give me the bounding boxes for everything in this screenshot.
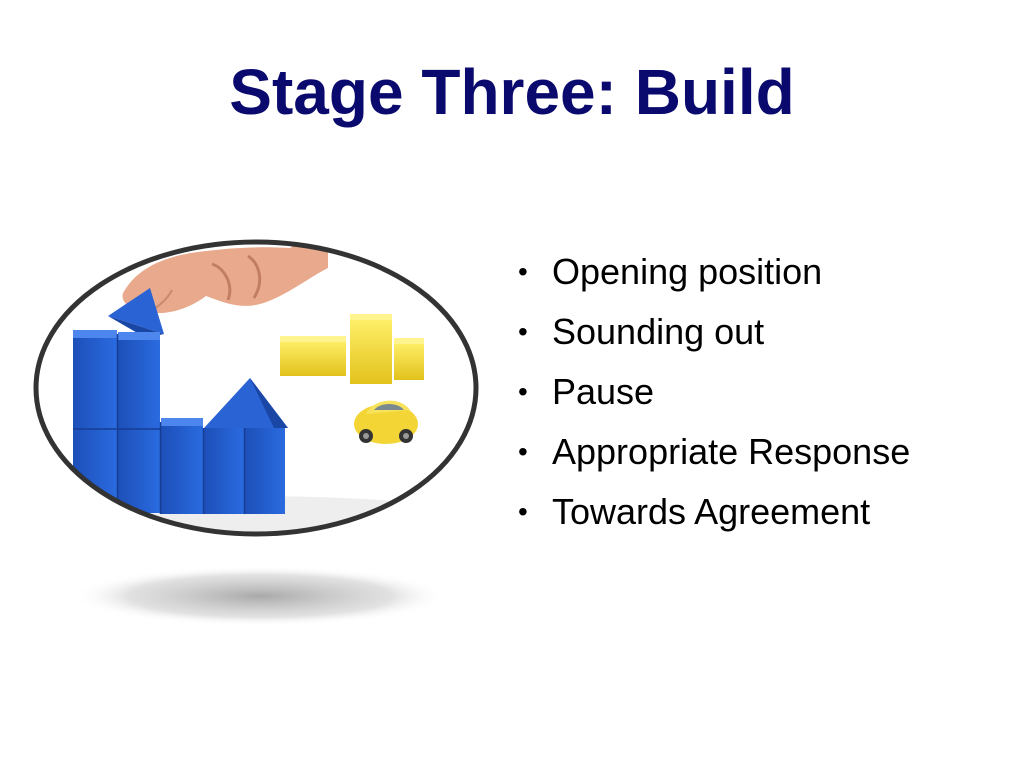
yellow-blocks [280,314,424,384]
bullet-list: • Opening position • Sounding out • Paus… [512,246,910,546]
hand [122,242,328,313]
bullet-text: Pause [552,371,655,412]
blue-blocks [73,330,288,514]
list-item: • Opening position [512,246,910,306]
bullet-marker: • [518,376,528,407]
bullet-text: Appropriate Response [552,431,911,472]
toy-car [354,400,418,444]
list-item: • Pause [512,366,910,426]
bullet-text: Towards Agreement [552,491,871,532]
blue-triangle-held [108,288,164,334]
bullet-text: Sounding out [552,311,765,352]
bullet-text: Opening position [552,251,823,292]
bullet-marker: • [518,436,528,467]
building-blocks-image [33,239,479,626]
shadow [72,566,448,626]
slide-title: Stage Three: Build [229,56,795,128]
bullet-marker: • [518,256,528,287]
bullet-marker: • [518,316,528,347]
list-item: • Towards Agreement [512,486,910,546]
list-item: • Appropriate Response [512,426,910,486]
oval-frame [33,239,479,537]
list-item: • Sounding out [512,306,910,366]
bullet-marker: • [518,496,528,527]
